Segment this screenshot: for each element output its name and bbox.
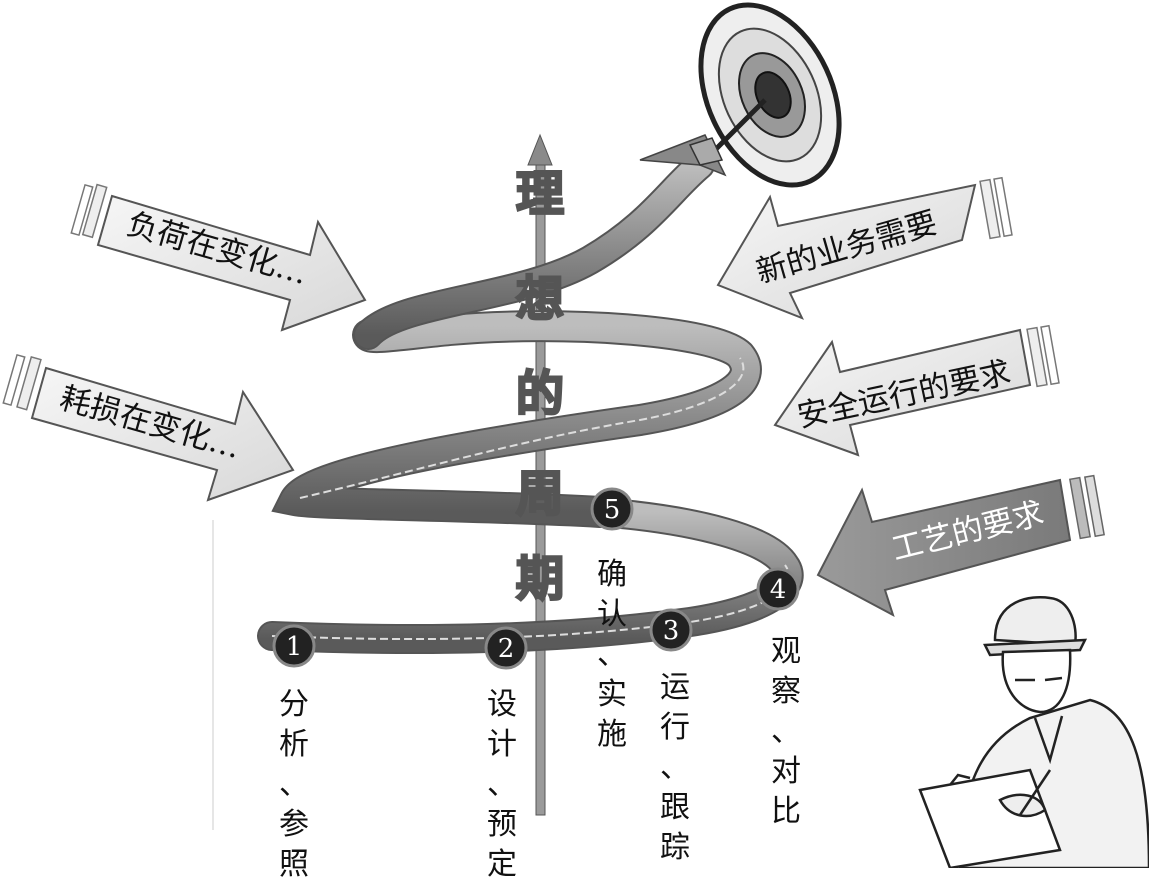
step-number-3: 3 (663, 616, 680, 646)
engineer-illustration (920, 597, 1149, 868)
title-char-2: 想 (516, 271, 564, 327)
step-number-2: 2 (498, 634, 515, 664)
title-char-3: 的 (516, 366, 564, 422)
step-number-4: 4 (770, 575, 787, 605)
step-label-3: 运行、跟踪 (655, 668, 695, 868)
step-marker-4: 4 (758, 569, 798, 609)
step-number-5: 5 (604, 495, 621, 525)
step-marker-5: 5 (592, 489, 632, 529)
step-number-1: 1 (286, 632, 303, 662)
title-char-5: 期 (516, 551, 564, 607)
step-label-1: 分析、参照 (274, 685, 314, 885)
title-char-4: 周 (516, 466, 564, 522)
step-marker-1: 1 (274, 626, 314, 666)
step-label-2: 设计、预定 (482, 685, 522, 885)
step-label-4: 观察、对比 (766, 632, 806, 832)
step-marker-2: 2 (486, 628, 526, 668)
title-char-1: 理 (516, 166, 564, 222)
step-label-5: 确认、实施 (592, 555, 632, 755)
step-marker-3: 3 (651, 610, 691, 650)
